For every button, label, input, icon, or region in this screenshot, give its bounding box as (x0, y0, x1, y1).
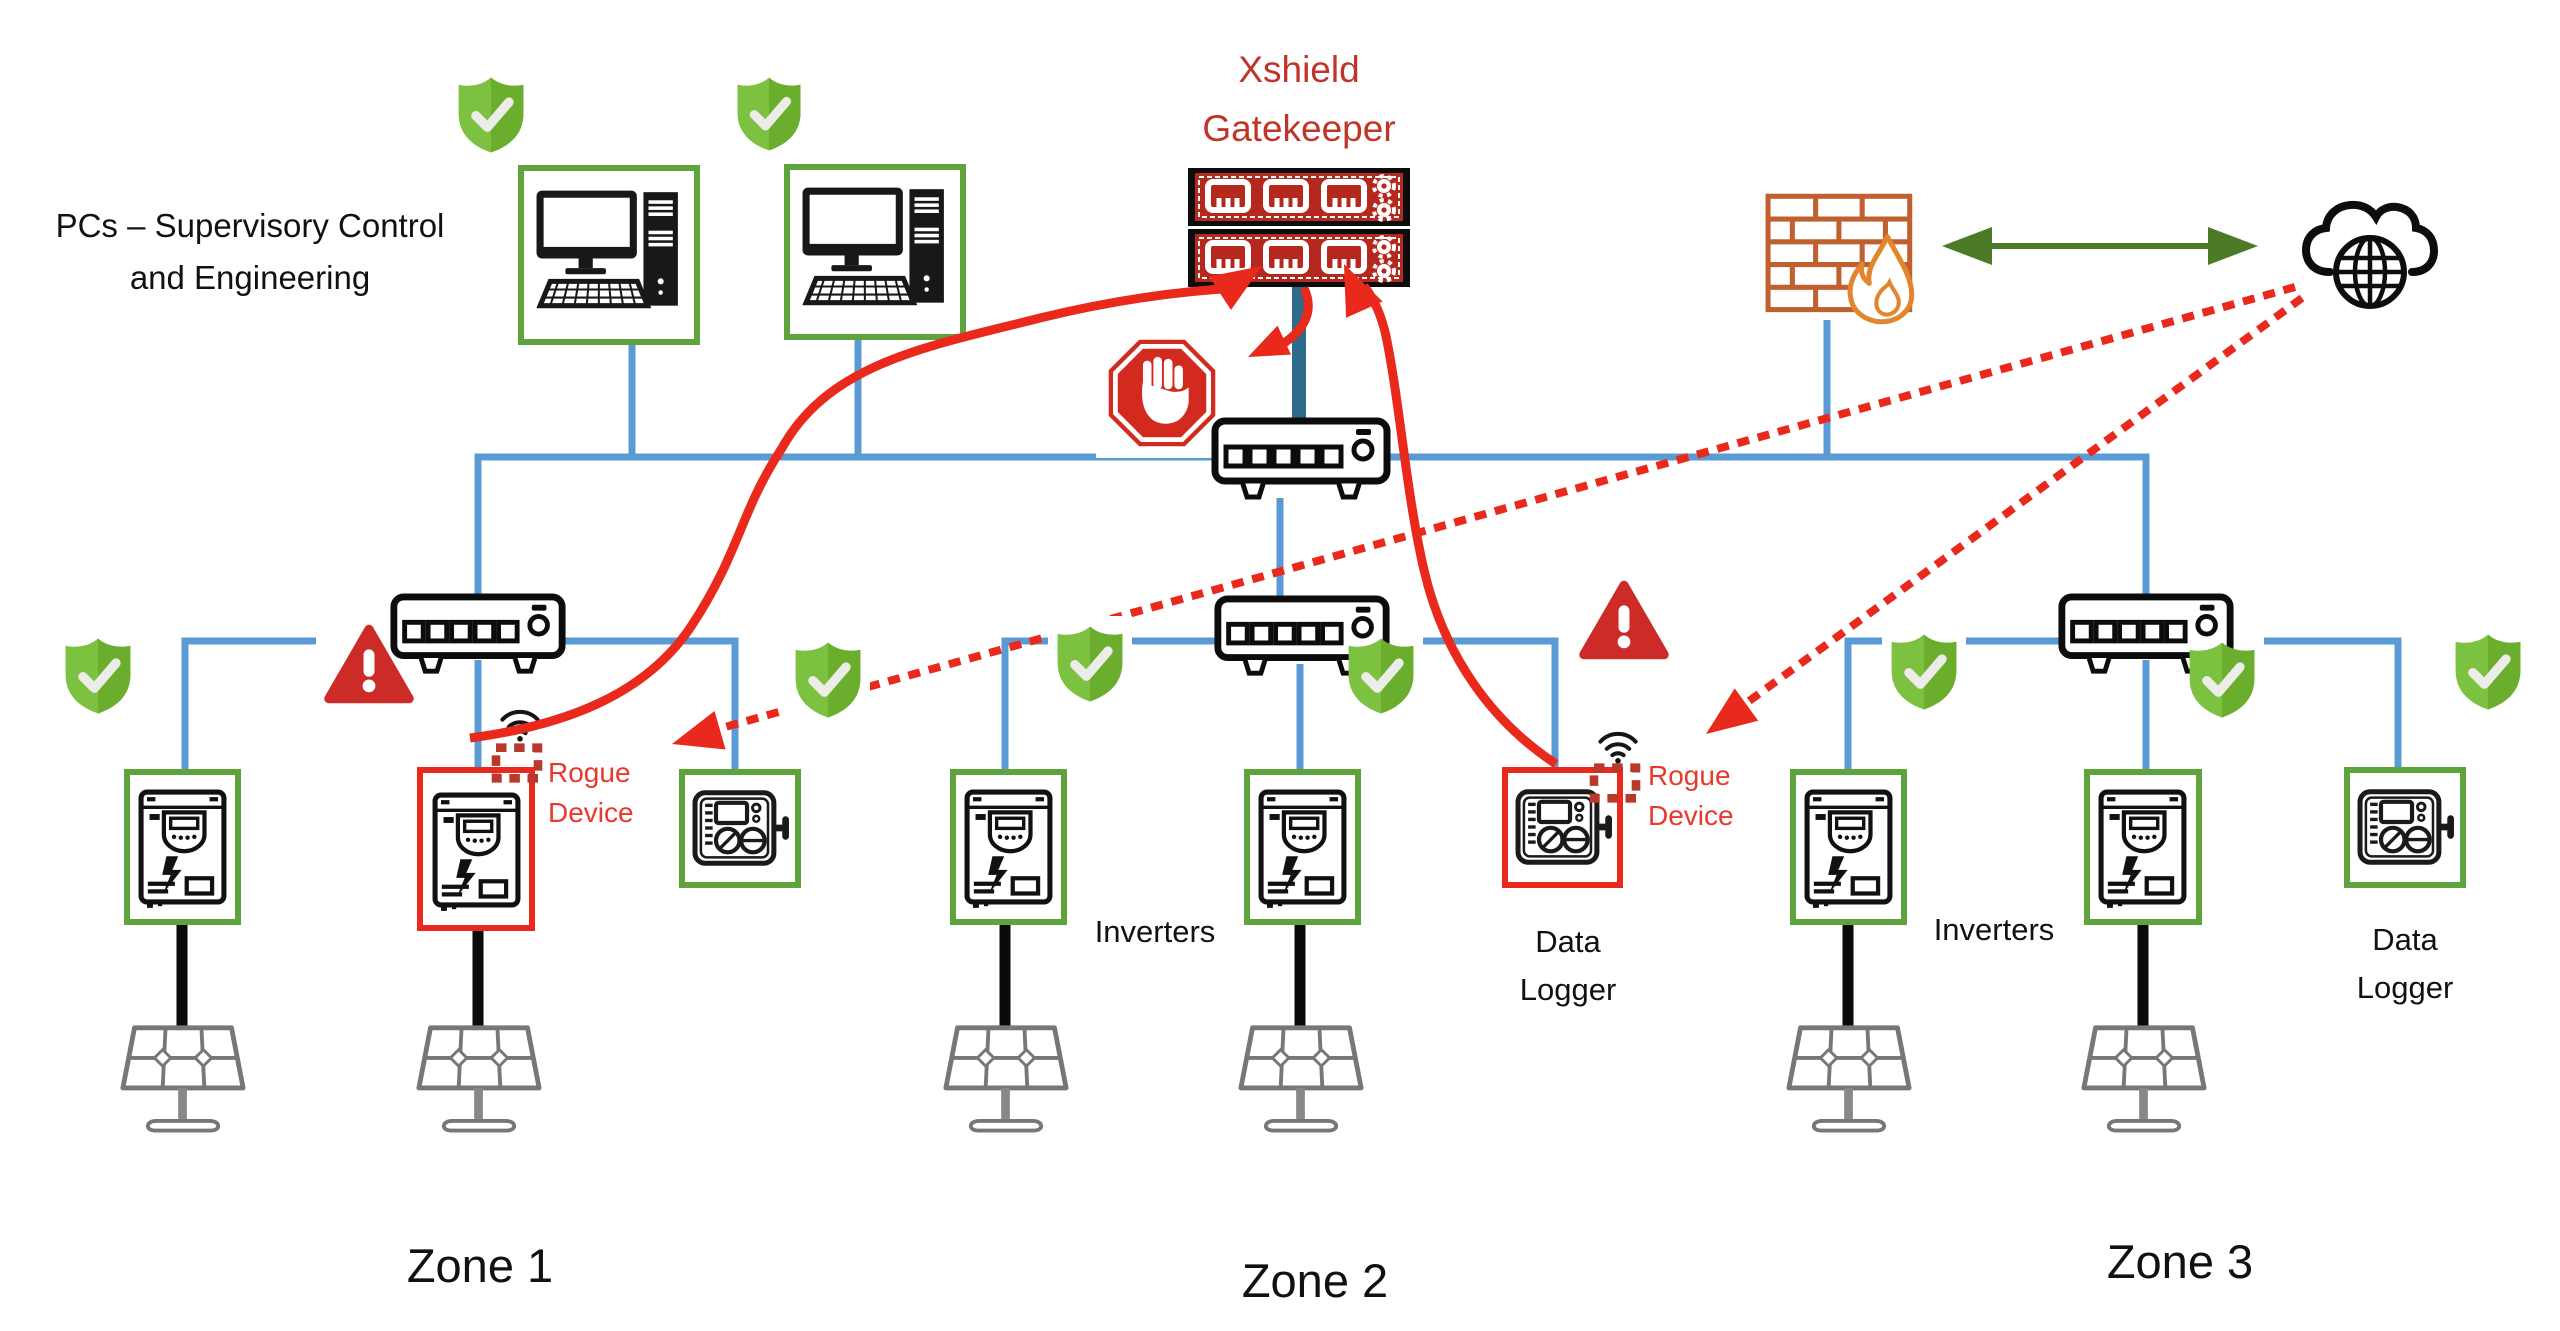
intrusion-path-zone2 (1742, 294, 2305, 708)
pc1-icon (540, 192, 678, 305)
zone3-inverters-label: Inverters (1933, 912, 2055, 947)
zone2-solar-panel-2 (1241, 1028, 1361, 1131)
zone2-rogue-line2: Device (1648, 800, 1734, 831)
intrusion-path-zone1 (716, 283, 2297, 733)
stop-sign-icon (1109, 340, 1216, 447)
main-switch-icon (1215, 421, 1387, 497)
zone1-rogue-line2: Device (548, 797, 634, 828)
zone2-inverters-label: Inverters (1094, 914, 1216, 949)
zone1-rogue-inverter-icon (435, 795, 518, 911)
zone1-solar-panel-1 (123, 1028, 243, 1131)
zone2-rogue-label: Rogue Device (1648, 756, 1734, 836)
pc2-shield-icon (738, 78, 801, 151)
pcs-title-line2: and Engineering (129, 259, 371, 296)
network-cables (181, 302, 2402, 792)
gatekeeper-label-line1: Xshield (1238, 49, 1360, 90)
gatekeeper-label: Xshield Gatekeeper (1136, 40, 1462, 158)
blocked-path-zone2 (1360, 283, 1559, 768)
gatekeeper-label-line2: Gatekeeper (1202, 108, 1396, 149)
zone2-rogue-wifi-icon (1598, 731, 1638, 764)
zone3-datalogger-line2: Logger (2356, 970, 2454, 1005)
zone2-solar-panel-1 (946, 1028, 1066, 1131)
zone3-inverter1-icon (1807, 792, 1890, 908)
zone2-inverter1-icon (967, 792, 1050, 908)
zone2-inverter2-icon (1261, 792, 1344, 908)
intrusion-arrowhead-zone1 (666, 710, 726, 764)
zone3-solar-panel-2 (2084, 1028, 2204, 1131)
pc2-icon (806, 189, 944, 302)
zone3-solar-panel-1 (1789, 1028, 1909, 1131)
zone3-datalogger-icon (2360, 792, 2454, 862)
zone1-solar-panel-2 (419, 1028, 539, 1131)
zone1-inverter1-icon (141, 792, 224, 908)
pcs-title: PCs – Supervisory Control and Engineerin… (15, 200, 485, 304)
firewall-icon (1768, 196, 1912, 321)
intrusion-paths (666, 283, 2305, 764)
zone3-datalogger-label: Data Logger (2325, 916, 2485, 1012)
firewall-cloud-arrow (1942, 227, 2258, 265)
dc-cables (176, 920, 2149, 1030)
blocked-path-zone1 (469, 283, 1239, 743)
internet-cloud-icon (2306, 205, 2434, 306)
zone1-datalogger-icon (695, 793, 789, 863)
zone2-rogue-line1: Rogue (1648, 760, 1731, 791)
zone2-label: Zone 2 (1241, 1254, 1389, 1307)
zone3-label: Zone 3 (2106, 1235, 2254, 1288)
gatekeeper-unit-1 (1188, 168, 1410, 226)
zone3-inverter2-icon (2101, 792, 2184, 908)
pcs-title-line1: PCs – Supervisory Control (55, 207, 445, 244)
zone2-datalogger-line2: Logger (1519, 972, 1617, 1007)
zone2-datalogger-label: Data Logger (1488, 918, 1648, 1014)
zone1-bus-line (181, 637, 739, 786)
zone1-rogue-line1: Rogue (548, 757, 631, 788)
zone1-label: Zone 1 (406, 1239, 554, 1292)
stop-arrowhead (1241, 325, 1292, 372)
pc1-shield-icon (459, 78, 524, 153)
zone2-datalogger-line1: Data (1535, 924, 1601, 959)
zone3-datalogger-line1: Data (2372, 922, 2438, 957)
zone1-rogue-label: Rogue Device (548, 753, 634, 833)
